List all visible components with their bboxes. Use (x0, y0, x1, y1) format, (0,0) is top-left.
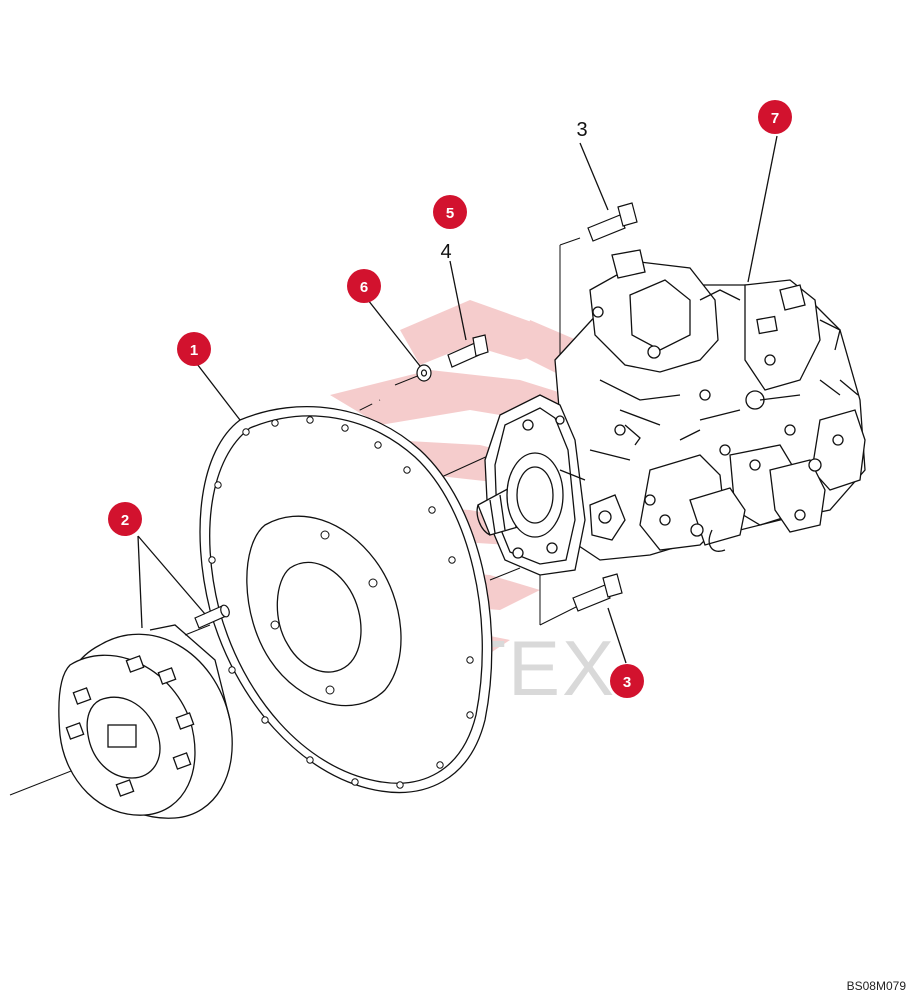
svg-text:6: 6 (360, 279, 368, 296)
bolt-icon (194, 604, 230, 629)
bolt-icon (587, 202, 638, 242)
svg-text:7: 7 (771, 110, 779, 127)
svg-text:2: 2 (121, 512, 129, 529)
leader-lines (137, 135, 778, 664)
callout-3-plain: 3 (576, 119, 587, 141)
callout-4-plain: 4 (440, 241, 451, 263)
svg-text:5: 5 (446, 205, 454, 222)
svg-text:1: 1 (190, 342, 198, 359)
callout-2: 2 (108, 502, 142, 536)
callout-3: 3 (610, 664, 644, 698)
coupling-icon (58, 624, 233, 819)
bolt-icon (447, 334, 489, 368)
washer-icon (416, 364, 432, 382)
flange-plate-icon (199, 406, 493, 794)
callout-7: 7 (758, 100, 792, 134)
svg-text:4: 4 (440, 241, 451, 263)
bolt-icon (572, 573, 623, 612)
drawing-code: BS08M079 (847, 979, 907, 993)
callout-5: 5 (433, 195, 467, 229)
svg-text:3: 3 (623, 674, 631, 691)
callout-1: 1 (177, 332, 211, 366)
callout-6: 6 (347, 269, 381, 303)
hydraulic-pump-icon (476, 249, 866, 576)
svg-text:3: 3 (576, 119, 587, 141)
